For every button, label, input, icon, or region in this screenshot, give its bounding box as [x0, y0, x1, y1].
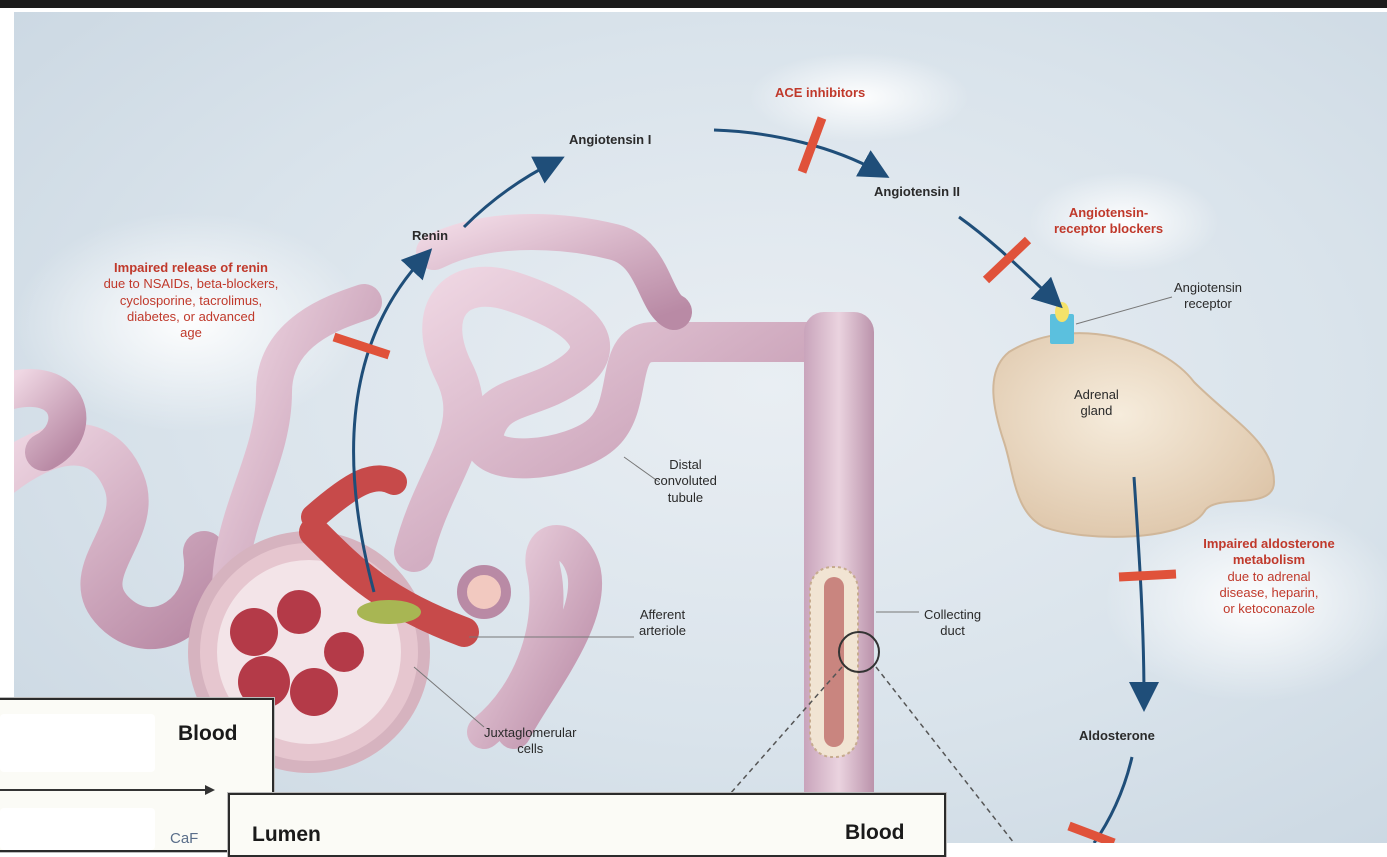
renin-blocker-line4: age: [46, 325, 336, 341]
label-angiotensin-2: Angiotensin II: [874, 184, 960, 200]
proximal-tubule-loop: [14, 445, 205, 629]
renin-blocker-line2: cyclosporine, tacrolimus,: [46, 293, 336, 309]
label-angiotensin-receptor: Angiotensin receptor: [1174, 280, 1242, 313]
inset-left-blood: Blood: [178, 722, 237, 746]
arb-blocker-bar: [986, 240, 1028, 280]
aldo-blocker-line3: or ketoconazole: [1164, 601, 1374, 617]
juxta-line1: Juxtaglomerular: [484, 725, 577, 741]
label-afferent-arteriole: Afferent arteriole: [639, 607, 686, 640]
aldo-blocker-line2: disease, heparin,: [1164, 585, 1374, 601]
renin-blocker-text: Impaired release of renin due to NSAIDs,…: [46, 260, 336, 341]
collecting-line2: duct: [924, 623, 981, 639]
arb-label: Angiotensin- receptor blockers: [1054, 205, 1163, 238]
label-distal-tubule: Distal convoluted tubule: [654, 457, 717, 506]
distal-line2: convoluted: [654, 473, 717, 489]
inset-panel-right: Lumen Blood: [228, 793, 946, 857]
inset-left-chip-bottom: [0, 808, 155, 850]
angiotensin-receptor-line1: Angiotensin: [1174, 280, 1242, 296]
afferent-line1: Afferent: [639, 607, 686, 623]
renin-blocker-title: Impaired release of renin: [46, 260, 336, 276]
tubule-cross-section: [462, 570, 506, 614]
inset-right-lumen: Lumen: [252, 823, 321, 847]
lower-blocker-bar: [1069, 826, 1114, 843]
top-border: [0, 0, 1387, 8]
distal-line3: tubule: [654, 490, 717, 506]
label-collecting-duct: Collecting duct: [924, 607, 981, 640]
aldo-blocker-title1: Impaired aldosterone: [1164, 536, 1374, 552]
inset-left-partial-label: CaF: [170, 830, 198, 847]
label-angiotensin-1: Angiotensin I: [569, 132, 651, 148]
angiotensin-ligand: [1055, 302, 1069, 322]
juxta-leader: [414, 667, 484, 727]
inset-right-blood: Blood: [845, 821, 904, 845]
aldo-blocker-title2: metabolism: [1164, 552, 1374, 568]
label-aldosterone: Aldosterone: [1079, 728, 1155, 744]
label-renin: Renin: [412, 228, 448, 244]
receptor-leader: [1076, 297, 1172, 324]
renin-blocker-line3: diabetes, or advanced: [46, 309, 336, 325]
aldo-blocker-line1: due to adrenal: [1164, 569, 1374, 585]
adrenal-gland-line1: Adrenal: [1074, 387, 1119, 403]
ace-inhibitors-label: ACE inhibitors: [775, 85, 865, 101]
collecting-line1: Collecting: [924, 607, 981, 623]
inset-left-chip-top: [0, 714, 155, 772]
distal-line1: Distal: [654, 457, 717, 473]
arb-line1: Angiotensin-: [1054, 205, 1163, 221]
arrow-aldo-down: [1094, 757, 1132, 843]
renin-blocker-line1: due to NSAIDs, beta-blockers,: [46, 276, 336, 292]
juxtaglomerular-cells: [357, 600, 421, 624]
label-juxtaglomerular-cells: Juxtaglomerular cells: [484, 725, 577, 758]
label-adrenal-gland: Adrenal gland: [1074, 387, 1119, 420]
distal-convoluted-tubule: [414, 287, 814, 552]
arb-line2: receptor blockers: [1054, 221, 1163, 237]
juxta-line2: cells: [484, 741, 577, 757]
angiotensin-receptor-line2: receptor: [1174, 296, 1242, 312]
afferent-line2: arteriole: [639, 623, 686, 639]
aldo-blocker-text: Impaired aldosterone metabolism due to a…: [1164, 536, 1374, 617]
adrenal-gland-line2: gland: [1074, 403, 1119, 419]
